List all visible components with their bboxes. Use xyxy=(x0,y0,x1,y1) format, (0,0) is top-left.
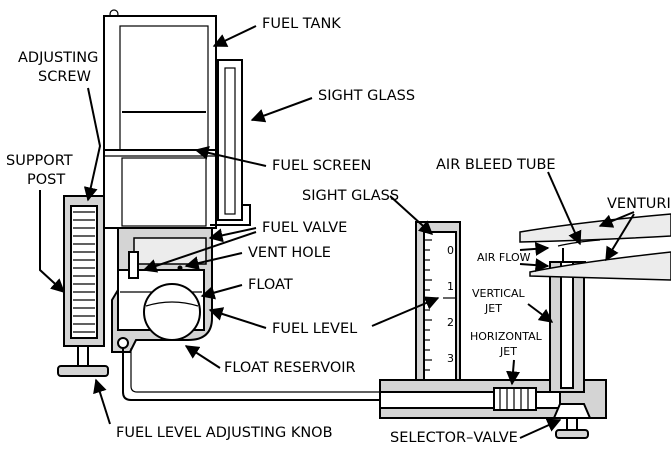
label-adjusting-screw-line1: ADJUSTING xyxy=(18,50,98,66)
sight-glass-tube xyxy=(217,59,243,221)
leader-fuel-valve-a xyxy=(208,227,257,243)
air-flow-arrow-upper xyxy=(519,241,550,256)
feed-pipe-inner xyxy=(130,348,380,393)
leader-fuel-level-adjusting-knob xyxy=(93,378,111,425)
label-selector-valve: SELECTOR–VALVE xyxy=(390,430,518,445)
venturi xyxy=(519,213,671,281)
vertical-jet-bore xyxy=(560,261,574,389)
float-band xyxy=(145,301,199,307)
label-support-post-line1: SUPPORT xyxy=(6,153,73,169)
scale-label-2: 2 xyxy=(447,316,454,329)
leader-vertical-jet xyxy=(527,303,554,323)
label-support-post-line2: POST xyxy=(27,172,65,188)
sight-glass-feed-pipe xyxy=(210,204,251,226)
leader-adjusting-screw xyxy=(83,87,102,202)
outlet-port xyxy=(117,337,129,349)
label-vertical-jet-line2: JET xyxy=(484,302,502,315)
tank-sight-glass xyxy=(210,59,251,226)
venturi-lower-wall xyxy=(529,251,671,281)
label-float-reservoir: FLOAT RESERVOIR xyxy=(224,360,356,376)
label-sight-glass-right: SIGHT GLASS xyxy=(302,188,399,204)
float-ball xyxy=(143,283,201,341)
leader-vent-hole xyxy=(184,252,243,270)
jet-housing: 0 1 2 3 xyxy=(379,221,607,439)
leader-air-bleed-tube xyxy=(547,171,582,246)
leader-fuel-tank xyxy=(212,25,257,47)
leader-fuel-valve-b xyxy=(142,231,257,273)
leader-sight-glass-top xyxy=(250,97,313,123)
leader-fuel-level-left xyxy=(208,307,267,329)
air-flow-arrow-lower xyxy=(519,258,550,273)
label-adjusting-screw-line2: SCREW xyxy=(38,69,91,85)
selector-valve-body[interactable] xyxy=(552,403,592,419)
feed-pipe-outer xyxy=(122,348,380,401)
sight-glass-inner xyxy=(224,67,236,215)
horizontal-jet xyxy=(493,387,537,411)
float-chamber xyxy=(111,227,213,353)
label-air-flow: AIR FLOW xyxy=(477,251,531,264)
leader-fuel-level-right xyxy=(371,296,440,327)
scale-label-1: 1 xyxy=(447,280,454,293)
leader-venturi-upper xyxy=(598,211,635,228)
support-post xyxy=(57,195,109,377)
label-float: FLOAT xyxy=(248,277,293,293)
leader-support-post xyxy=(39,190,66,293)
tank-outer-wall xyxy=(103,15,217,229)
venturi-upper-wall xyxy=(519,213,671,243)
valve-cavity xyxy=(133,237,207,265)
leader-float-reservoir xyxy=(184,345,221,369)
label-air-bleed-tube: AIR BLEED TUBE xyxy=(436,157,556,173)
leader-venturi-lower xyxy=(605,213,635,262)
label-fuel-level: FUEL LEVEL xyxy=(272,321,357,337)
vent-hole-dot xyxy=(177,265,183,271)
leader-float xyxy=(200,284,243,300)
leader-selector-valve xyxy=(519,418,562,439)
label-venturi: VENTURI xyxy=(607,196,671,212)
scale-label-0: 0 xyxy=(447,244,454,257)
label-vertical-jet-line1: VERTICAL xyxy=(472,287,525,300)
fuel-tank xyxy=(103,9,217,229)
tank-lower-chamber xyxy=(121,157,207,227)
adjusting-shaft xyxy=(77,345,89,367)
support-post-bore xyxy=(70,205,98,339)
label-fuel-valve: FUEL VALVE xyxy=(262,220,347,236)
leader-horizontal-jet xyxy=(506,359,521,386)
horizontal-jet-threads xyxy=(499,388,529,410)
fuel-valve-needle xyxy=(128,251,139,279)
label-fuel-screen: FUEL SCREEN xyxy=(272,158,371,174)
leader-fuel-screen xyxy=(194,145,267,167)
leader-sight-glass-right xyxy=(389,195,434,235)
label-horizontal-jet-line2: JET xyxy=(499,345,517,358)
scale-label-3: 3 xyxy=(447,352,454,365)
label-sight-glass-top: SIGHT GLASS xyxy=(318,88,415,104)
label-fuel-tank: FUEL TANK xyxy=(262,16,341,32)
selector-valve-knob[interactable] xyxy=(555,429,589,439)
selector-valve-stem[interactable] xyxy=(566,417,578,431)
adjusting-screw-threads xyxy=(73,211,95,333)
label-horizontal-jet-line1: HORIZONTAL xyxy=(470,330,543,343)
fuel-level-adjusting-knob[interactable] xyxy=(57,365,109,377)
label-fuel-level-adjusting-knob: FUEL LEVEL ADJUSTING KNOB xyxy=(116,425,333,441)
label-vent-hole: VENT HOLE xyxy=(248,245,331,261)
